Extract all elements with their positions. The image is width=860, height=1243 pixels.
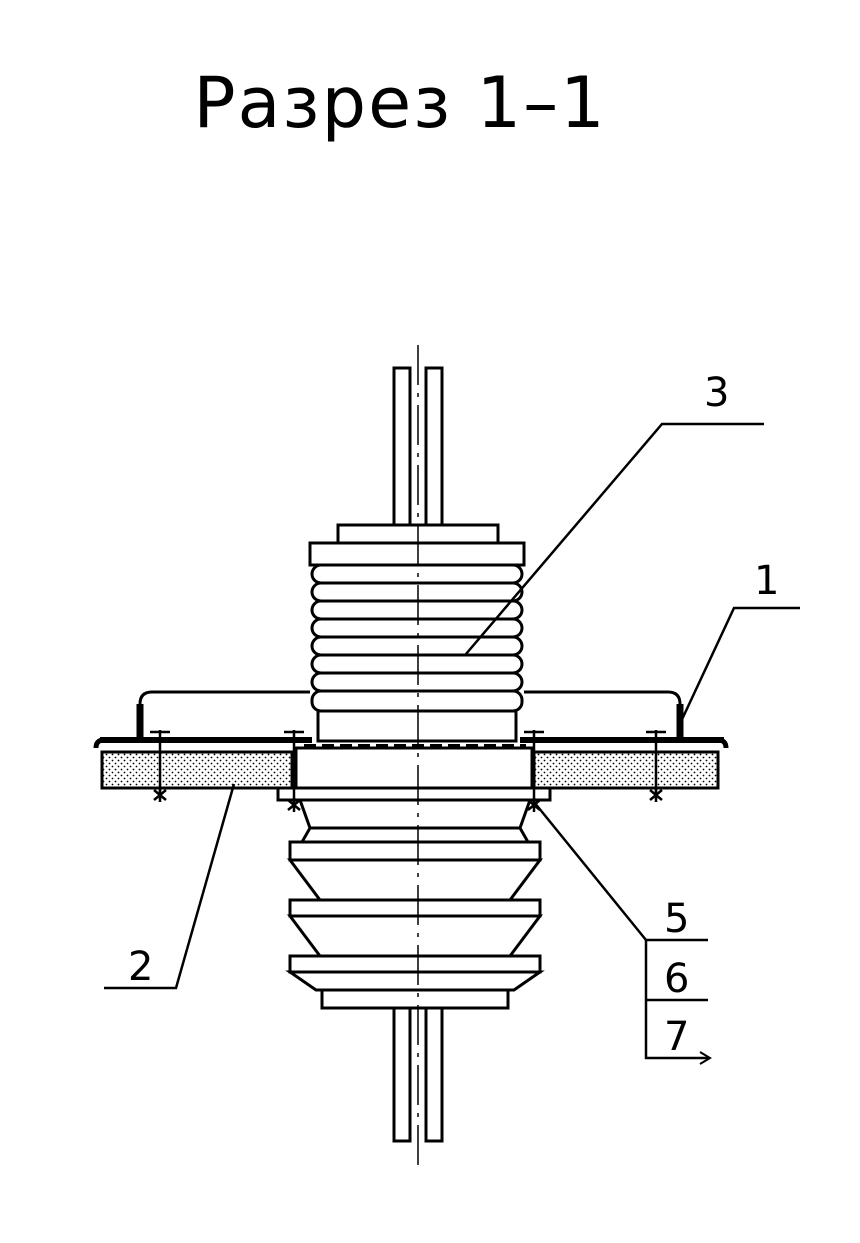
flanged-cover: [93, 690, 729, 749]
upper-conductor-bars: [392, 366, 444, 532]
lower-insulator: [285, 798, 545, 1010]
callout-3: 3: [704, 370, 729, 416]
base-plate: [100, 744, 720, 802]
callout-7: 7: [664, 1014, 689, 1060]
leader-lines: [104, 422, 800, 1065]
upper-insulator: [308, 523, 526, 743]
section-title: Разрез 1–1: [193, 62, 607, 144]
callout-6: 6: [664, 956, 689, 1002]
callout-5: 5: [664, 896, 689, 942]
callout-1: 1: [754, 558, 779, 604]
callout-2: 2: [128, 944, 153, 990]
